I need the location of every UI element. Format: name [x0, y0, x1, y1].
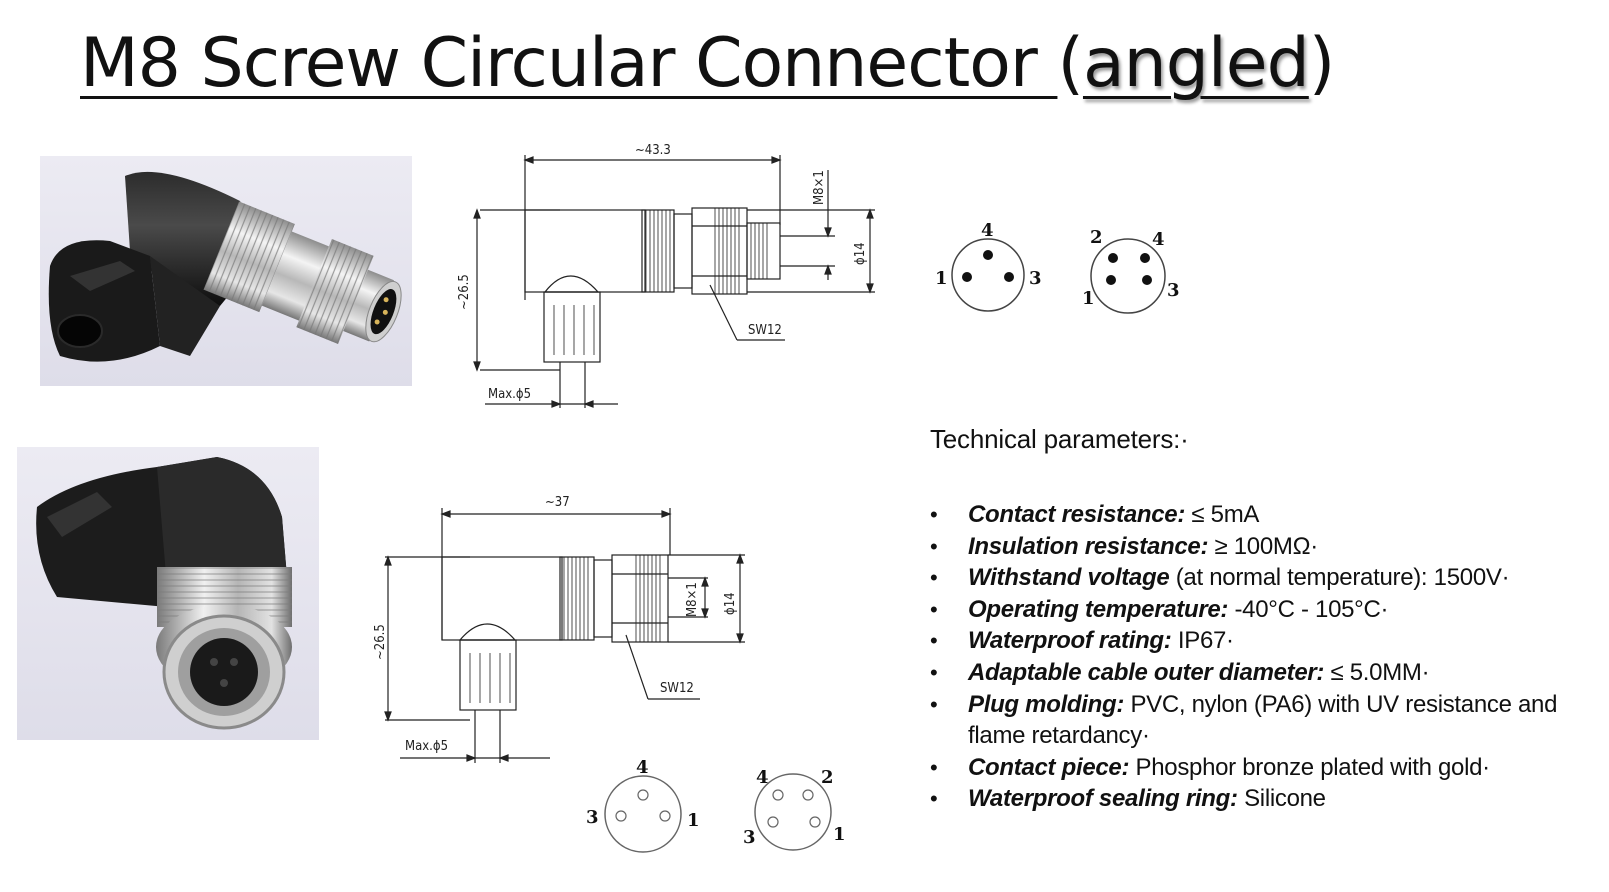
female4-pin-4: 4: [756, 767, 769, 788]
param-label: Waterproof sealing ring:: [968, 785, 1238, 813]
parameters-list: Contact resistance: ≤ 5mA Insulation res…: [930, 499, 1570, 815]
param-label: Withstand voltage: [968, 564, 1170, 592]
param-cable-diameter: Adaptable cable outer diameter: ≤ 5.0MM·: [930, 657, 1570, 689]
female-connector-photo: [17, 447, 319, 740]
param-insulation-resistance: Insulation resistance: ≥ 100MΩ·: [930, 531, 1570, 563]
male4-pin-3: 3: [1167, 280, 1180, 301]
male-pinout-diagrams: 4 1 3 2 4 1 3: [925, 220, 1195, 320]
male4-pin-4: 4: [1152, 229, 1165, 250]
male4-pin-2: 2: [1090, 227, 1103, 248]
slide-title: M8 Screw Circular Connector (angled): [80, 30, 1335, 98]
title-paren-open: (: [1057, 24, 1084, 103]
param-value: ≥ 100MΩ·: [1208, 532, 1319, 560]
title-main: M8 Screw Circular Connector: [80, 24, 1058, 103]
female-connector-dimension-drawing: ~37 ~26.5 M8×1: [360, 480, 770, 770]
param-label: Plug molding:: [968, 690, 1125, 718]
male3-pin-4: 4: [981, 220, 994, 241]
male-height-label: ~26.5: [457, 274, 472, 310]
param-plug-molding: Plug molding: PVC, nylon (PA6) with UV r…: [930, 689, 1570, 752]
param-label: Contact resistance:: [968, 501, 1186, 528]
female-diameter-label: ϕ14: [723, 592, 738, 615]
female-cable-label: Max.ϕ5: [405, 739, 448, 754]
param-value: IP67·: [1171, 627, 1234, 655]
param-value: Phosphor bronze plated with gold·: [1129, 753, 1491, 781]
param-value: PVC, nylon (PA6) with UV resistance and …: [968, 690, 1558, 750]
female3-pin-4: 4: [636, 757, 649, 778]
male-cable-label: Max.ϕ5: [488, 387, 531, 402]
param-contact-resistance: Contact resistance: ≤ 5mA: [930, 499, 1570, 531]
param-value: Silicone: [1237, 785, 1326, 813]
param-label: Adaptable cable outer diameter:: [968, 658, 1325, 686]
female4-pin-2: 2: [821, 767, 834, 788]
male4-pin-1: 1: [1082, 288, 1095, 309]
female-wrench-label: SW12: [660, 681, 694, 696]
param-label: Contact piece:: [968, 753, 1130, 781]
param-label: Insulation resistance:: [968, 532, 1209, 560]
male-thread-label: M8×1: [812, 170, 827, 205]
male-4-pin-diagram: 2 4 1 3: [1082, 227, 1180, 314]
param-value: ≤ 5.0MM·: [1324, 658, 1430, 686]
male-3-pin-diagram: 4 1 3: [935, 220, 1042, 312]
title-paren-close: ): [1308, 24, 1336, 103]
param-withstand-voltage: Withstand voltage (at normal temperature…: [930, 562, 1570, 594]
param-value: ≤ 5mA: [1185, 501, 1260, 528]
female-connector-illustration: [36, 457, 292, 730]
param-sealing-ring: Waterproof sealing ring: Silicone: [930, 783, 1570, 815]
female-width-label: ~37: [545, 495, 570, 510]
female-4-pin-diagram: 4 2 3 1: [743, 767, 846, 851]
param-value: -40°C - 105°C·: [1228, 595, 1389, 623]
female3-pin-3: 3: [586, 807, 599, 828]
param-value: (at normal temperature): 1500V·: [1169, 564, 1510, 592]
param-operating-temperature: Operating temperature: -40°C - 105°C·: [930, 594, 1570, 626]
technical-parameters: Technical parameters:· Contact resistanc…: [930, 424, 1570, 815]
male-width-label: ~43.3: [635, 143, 671, 158]
param-waterproof-rating: Waterproof rating: IP67·: [930, 625, 1570, 657]
male-height-dimension: ~26.5: [457, 208, 560, 372]
male-wrench-label: SW12: [748, 323, 782, 338]
male3-pin-1: 1: [935, 268, 948, 289]
male-connector-photo: [40, 156, 412, 386]
male-diameter-label: ϕ14: [853, 242, 868, 265]
female4-pin-3: 3: [743, 827, 756, 848]
param-contact-piece: Contact piece: Phosphor bronze plated wi…: [930, 752, 1570, 784]
male-connector-illustration: [48, 171, 402, 362]
param-label: Waterproof rating:: [968, 627, 1172, 655]
female-thread-label: M8×1: [685, 582, 700, 617]
female4-pin-1: 1: [833, 824, 846, 845]
female-pinout-diagrams: 4 3 1 4 2 3 1: [575, 750, 865, 860]
male3-pin-3: 3: [1029, 268, 1042, 289]
female3-pin-1: 1: [687, 810, 700, 831]
female-height-dimension: ~26.5: [373, 555, 470, 722]
title-highlight: angled: [1082, 24, 1310, 103]
female-height-label: ~26.5: [373, 624, 388, 660]
param-label: Operating temperature:: [968, 595, 1229, 623]
parameters-heading: Technical parameters:·: [930, 424, 1189, 454]
female-3-pin-diagram: 4 3 1: [586, 757, 700, 853]
male-connector-dimension-drawing: ~43.3 ~26.5: [440, 130, 890, 420]
